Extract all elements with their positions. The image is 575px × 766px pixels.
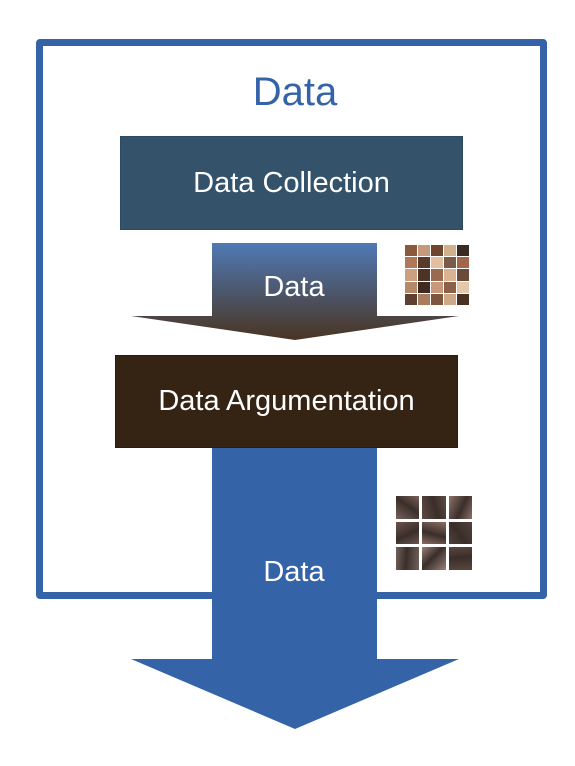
face-sample-tile (457, 293, 469, 305)
augmented-patch-tile (422, 547, 446, 570)
face-sample-tile (431, 293, 443, 305)
face-sample-tile (431, 269, 443, 281)
face-sample-tile (418, 245, 430, 257)
arrow-argumentation-output (131, 448, 459, 729)
face-sample-tile (431, 245, 443, 257)
data-collection-box: Data Collection (120, 136, 463, 230)
face-sample-tile (457, 257, 469, 269)
face-sample-tile (444, 257, 456, 269)
augmented-patch-tile (422, 496, 446, 519)
face-sample-tile (444, 281, 456, 293)
augmented-patch-tile (396, 496, 420, 519)
face-sample-tile (444, 245, 456, 257)
augmented-patch-tile (448, 496, 472, 519)
data-collection-label: Data Collection (193, 166, 390, 199)
face-sample-tile (405, 281, 417, 293)
stage-title: Data (252, 70, 338, 114)
face-sample-tile (405, 293, 417, 305)
face-sample-tile (405, 257, 417, 269)
face-samples-thumbnail (405, 245, 469, 305)
augmented-patch-tile (396, 547, 420, 570)
face-sample-tile (405, 245, 417, 257)
augmented-patches-thumbnail (396, 496, 472, 570)
face-sample-tile (444, 269, 456, 281)
face-sample-tile (418, 257, 430, 269)
arrow-1-label: Data (263, 271, 325, 303)
face-sample-tile (444, 293, 456, 305)
face-sample-tile (457, 269, 469, 281)
augmented-patch-tile (422, 521, 446, 545)
augmented-patch-tile (448, 521, 472, 545)
face-sample-tile (405, 269, 417, 281)
augmented-patch-tile (448, 547, 472, 570)
data-argumentation-box: Data Argumentation (115, 355, 458, 448)
face-sample-tile (418, 281, 430, 293)
face-sample-tile (418, 293, 430, 305)
data-argumentation-label: Data Argumentation (158, 385, 415, 417)
augmented-patch-tile (396, 521, 420, 545)
face-sample-tile (457, 245, 469, 257)
arrow-collection-to-argumentation (131, 243, 459, 340)
face-sample-tile (431, 257, 443, 269)
face-sample-tile (457, 281, 469, 293)
face-sample-tile (418, 269, 430, 281)
face-sample-tile (431, 281, 443, 293)
arrow-2-label: Data (263, 556, 325, 588)
